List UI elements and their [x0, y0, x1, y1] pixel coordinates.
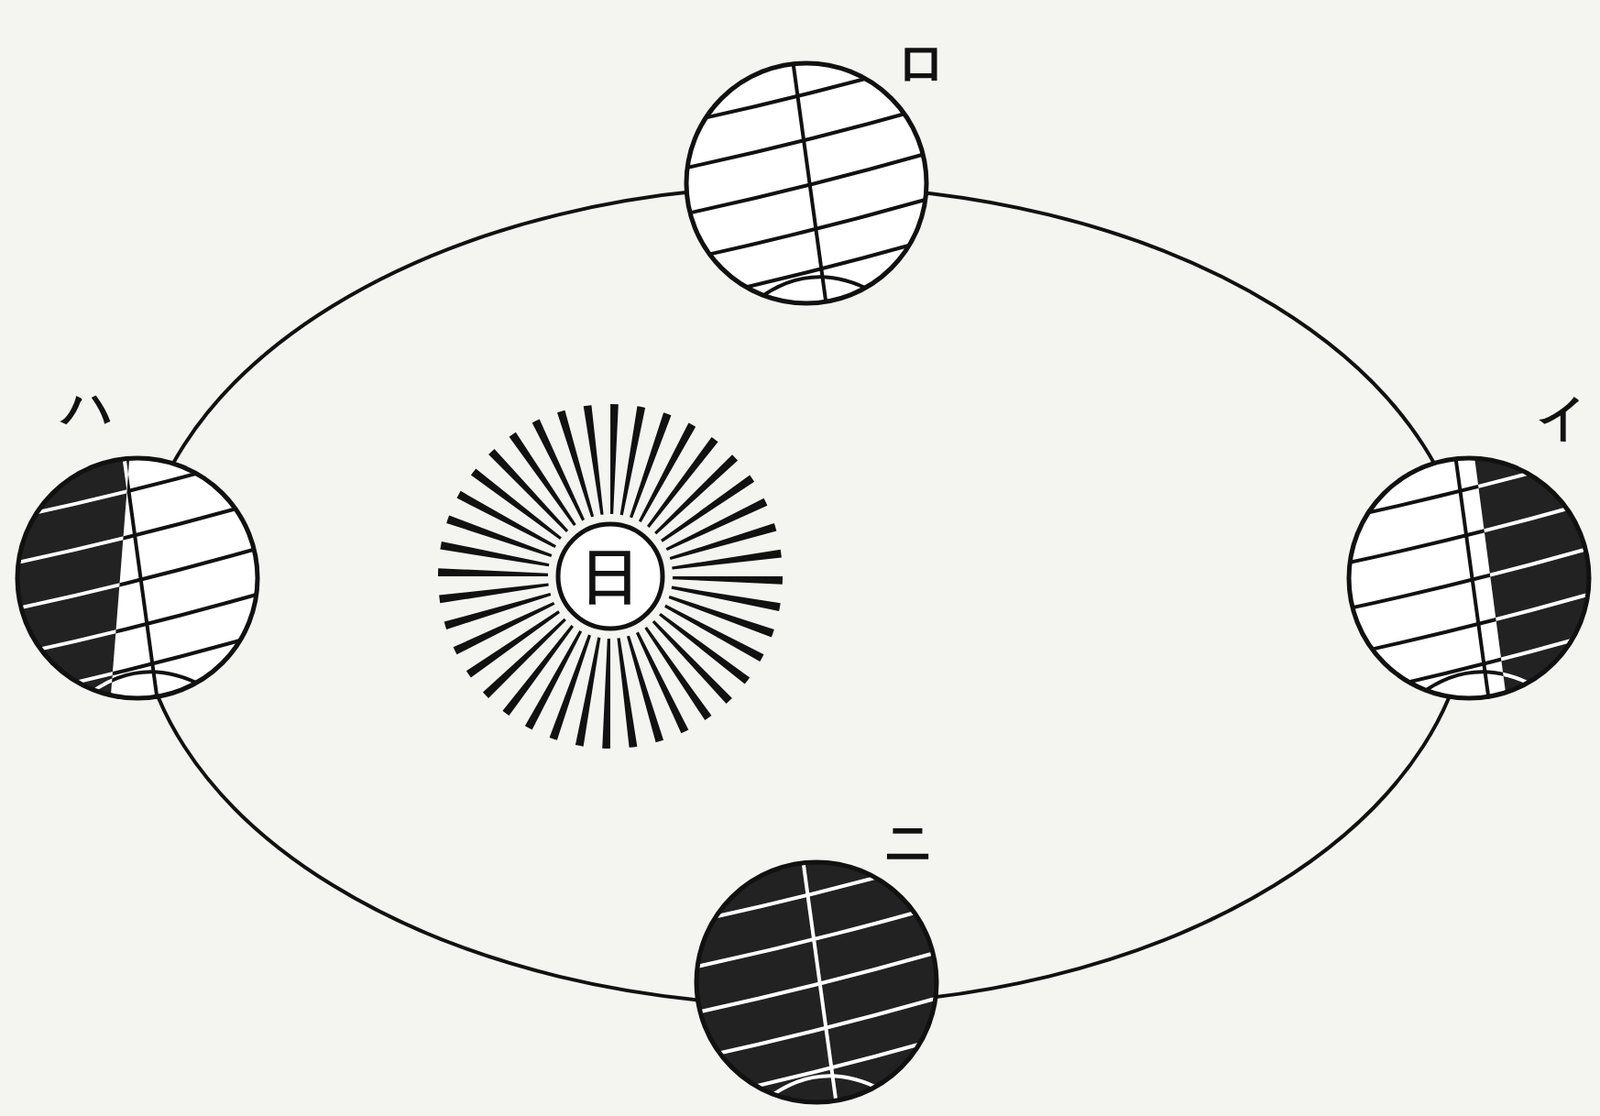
sun-symbol: 日	[580, 547, 640, 606]
sun-disc: 日	[555, 521, 666, 632]
earth-globe	[1331, 440, 1600, 716]
position-label: ハ	[58, 380, 117, 435]
earth-globe	[0, 440, 275, 716]
earth-globe	[678, 59, 935, 307]
sun-rays	[493, 459, 728, 694]
position-label: ニ	[879, 814, 938, 869]
position-label: ロ	[892, 35, 951, 90]
earth-globe	[679, 844, 954, 1116]
position-label: イ	[1533, 390, 1591, 445]
